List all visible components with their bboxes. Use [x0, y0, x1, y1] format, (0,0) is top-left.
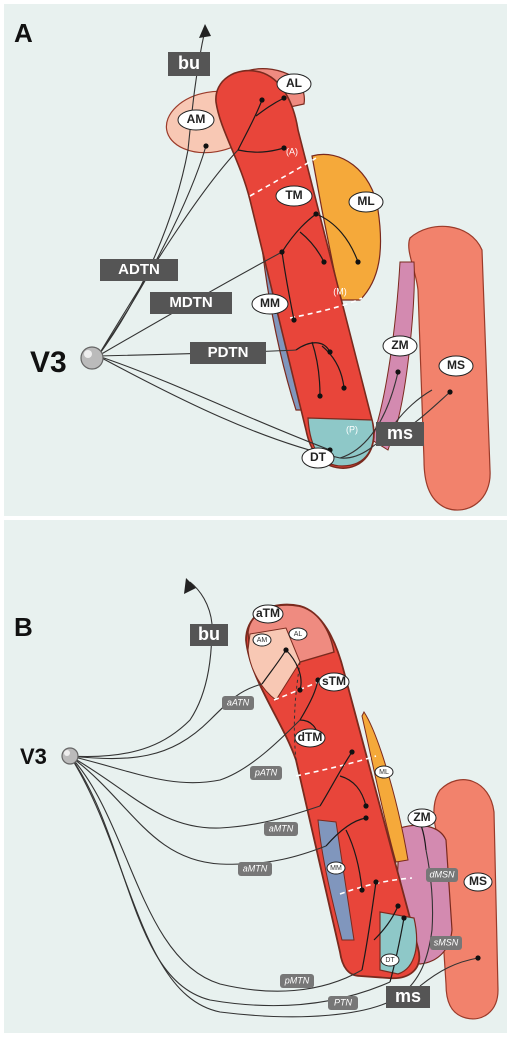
- terminal: [373, 879, 378, 884]
- al-b-label: AL: [294, 631, 303, 638]
- mark-anterior: (A): [286, 146, 298, 156]
- terminal: [259, 97, 264, 102]
- mdtn-label: MDTN: [169, 294, 212, 311]
- terminal: [313, 211, 318, 216]
- ms-region-label: MS: [447, 358, 465, 372]
- zm-b-label: ZM: [413, 810, 430, 824]
- ms-label-b: ms: [395, 986, 421, 1006]
- terminal: [327, 349, 332, 354]
- terminal: [475, 955, 480, 960]
- terminal: [279, 249, 284, 254]
- mm-label: MM: [260, 296, 280, 310]
- am-label: AM: [187, 112, 206, 126]
- bu-label-b: bu: [198, 624, 220, 644]
- patn-label: pATN: [254, 767, 278, 777]
- panel-a: A (A) (M) (P): [4, 4, 507, 516]
- ptn-label: PTN: [334, 997, 353, 1007]
- panel-b: B: [4, 520, 507, 1033]
- pdtn-label: PDTN: [208, 344, 249, 361]
- smsn-label: sMSN: [434, 937, 459, 947]
- v3-ganglion-highlight: [84, 350, 92, 358]
- terminal: [283, 647, 288, 652]
- adtn-label: ADTN: [118, 261, 160, 278]
- dmsn-label: dMSN: [429, 869, 455, 879]
- terminal: [317, 393, 322, 398]
- mark-posterior: (P): [346, 424, 358, 434]
- terminal: [291, 317, 296, 322]
- terminal: [321, 259, 326, 264]
- amtn-label-1: aMTN: [269, 823, 294, 833]
- stm-label: sTM: [322, 674, 346, 688]
- v3-ganglion-b: [62, 748, 78, 764]
- dt-label: DT: [310, 450, 327, 464]
- panel-b-letter: B: [14, 612, 33, 642]
- tm-label: TM: [285, 188, 302, 202]
- terminal: [395, 903, 400, 908]
- terminal: [395, 369, 400, 374]
- terminal: [447, 389, 452, 394]
- terminal: [359, 887, 364, 892]
- terminal: [355, 259, 360, 264]
- v3-ganglion-a: [81, 347, 103, 369]
- terminal: [363, 803, 368, 808]
- terminal: [341, 385, 346, 390]
- dtm-label: dTM: [298, 730, 323, 744]
- bu-label-a: bu: [178, 53, 200, 73]
- ms-b-region-label: MS: [469, 874, 487, 888]
- pmtn-label: pMTN: [284, 975, 310, 985]
- aatn-label: aATN: [227, 697, 250, 707]
- am-b-label: AM: [257, 637, 268, 644]
- terminal: [203, 143, 208, 148]
- ml-b-label: ML: [379, 769, 389, 776]
- mm-b-label: MM: [330, 865, 342, 872]
- dt-b-label: DT: [385, 957, 395, 964]
- v3-ganglion-b-highlight: [64, 750, 70, 756]
- panel-a-letter: A: [14, 18, 33, 48]
- terminal: [281, 145, 286, 150]
- atm-label: aTM: [256, 606, 280, 620]
- amtn-label-2: aMTN: [243, 863, 268, 873]
- ms-label-a: ms: [387, 423, 413, 443]
- mark-middle: (M): [333, 286, 347, 296]
- ml-label: ML: [357, 194, 374, 208]
- terminal: [401, 915, 406, 920]
- v3-label-b: V3: [20, 744, 47, 769]
- al-label: AL: [286, 76, 302, 90]
- terminal: [349, 749, 354, 754]
- terminal: [363, 815, 368, 820]
- terminal: [281, 95, 286, 100]
- v3-label-a: V3: [30, 346, 67, 379]
- zm-label: ZM: [391, 338, 408, 352]
- terminal: [297, 687, 302, 692]
